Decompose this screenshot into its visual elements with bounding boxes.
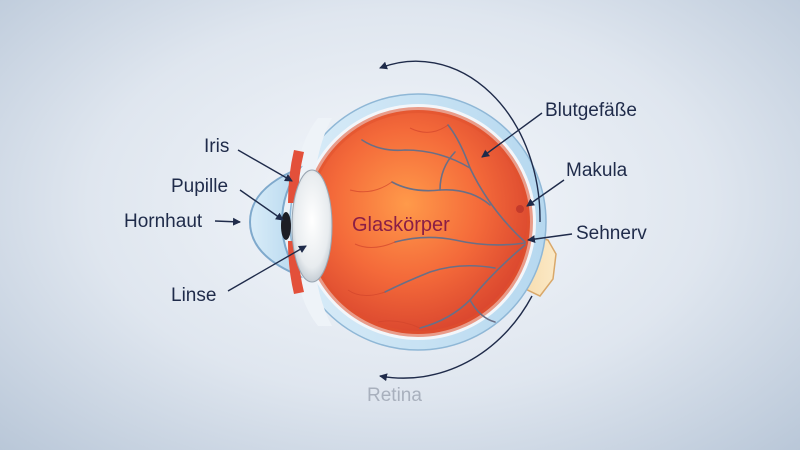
- lens: [291, 169, 333, 283]
- fine-vessels: [347, 124, 449, 329]
- label-retina: Retina: [367, 385, 422, 406]
- macula-spot: [516, 205, 524, 213]
- leader-lines: [214, 60, 573, 382]
- blood-vessels: [361, 124, 526, 329]
- sehnerv-pointer: [527, 233, 573, 244]
- pupil: [281, 212, 291, 240]
- label-linse: Linse: [171, 285, 217, 306]
- iris-upper: [288, 150, 304, 203]
- label-sehnerv: Sehnerv: [576, 223, 647, 244]
- pupille-pointer: [239, 189, 284, 221]
- label-pupille: Pupille: [171, 176, 229, 197]
- label-blutgefaesse: Blutgefäße: [545, 100, 637, 121]
- iris-pointer: [237, 149, 293, 182]
- label-hornhaut: Hornhaut: [124, 211, 203, 232]
- vitreous-body: [306, 110, 530, 334]
- retina-arc-lower: [379, 295, 533, 382]
- retina-arc-upper: [379, 60, 541, 223]
- label-iris: Iris: [204, 136, 230, 157]
- label-makula: Makula: [566, 160, 628, 181]
- hornhaut-pointer: [214, 217, 241, 226]
- label-glaskoerper: Glaskörper: [352, 214, 450, 236]
- makula-pointer: [526, 179, 565, 207]
- linse-pointer: [227, 245, 307, 292]
- blutgefaesse-pointer: [481, 112, 543, 158]
